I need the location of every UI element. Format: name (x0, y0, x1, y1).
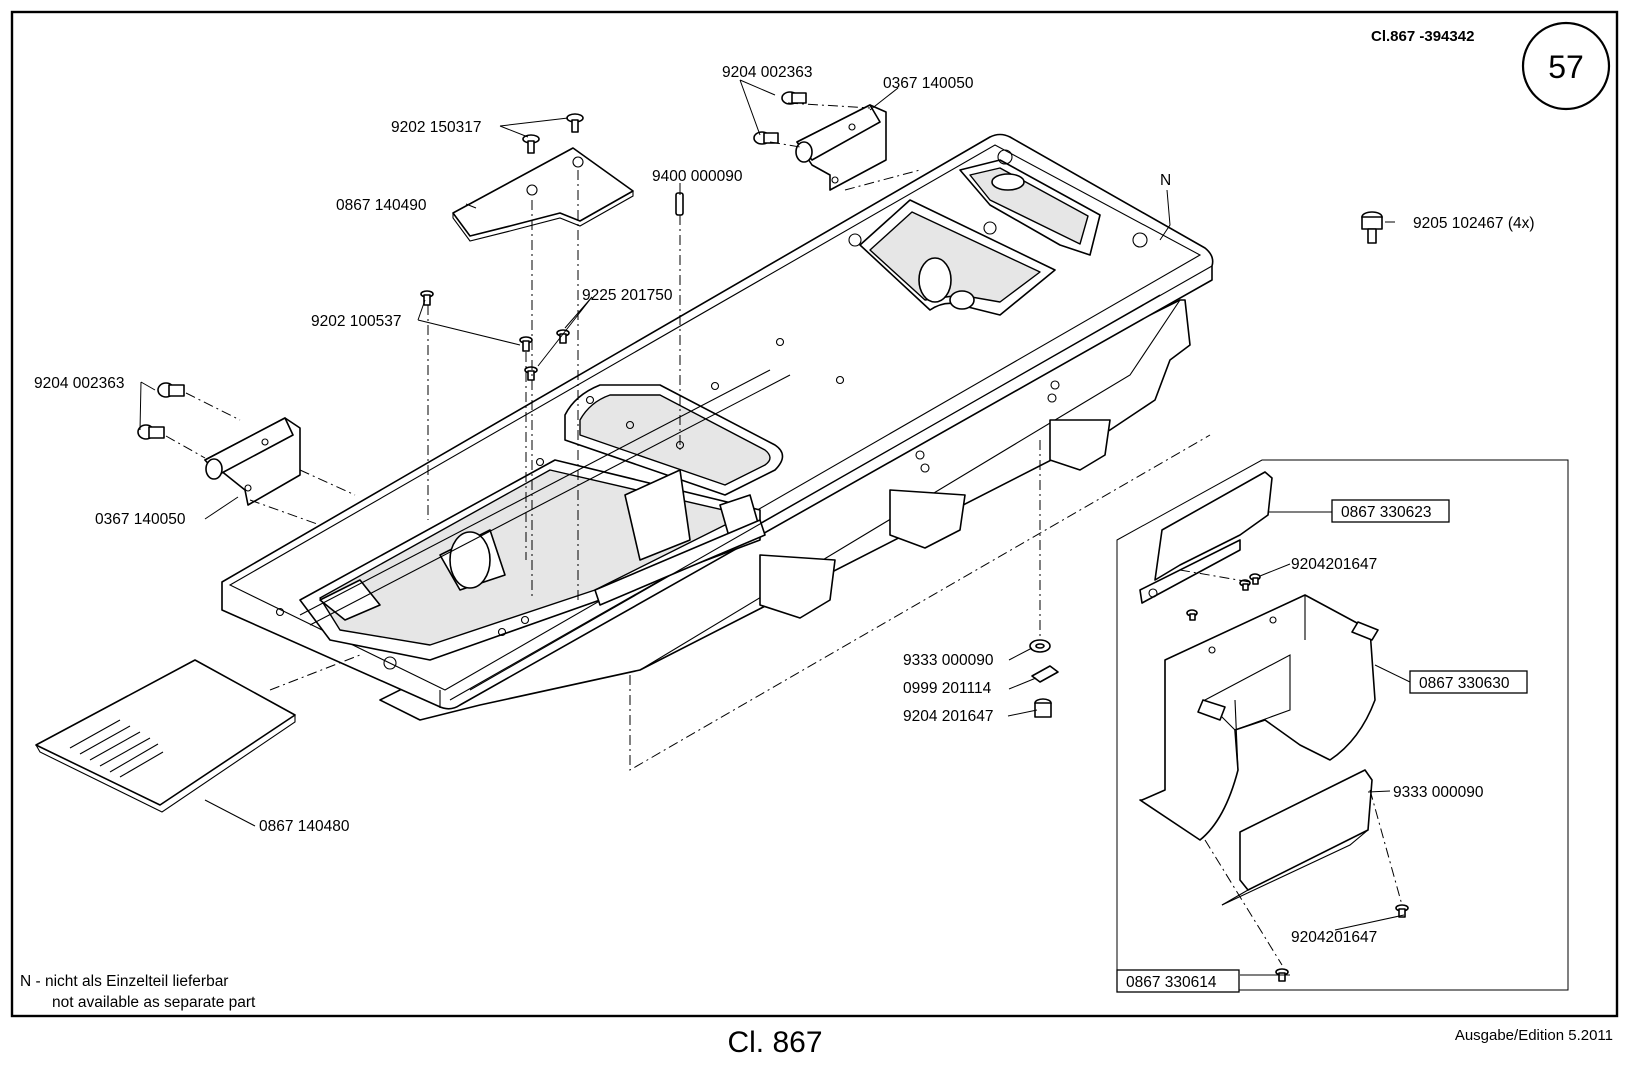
label-9225-201750: 9225 201750 (582, 287, 673, 304)
legend-line-2: not available as separate part (52, 994, 256, 1011)
label-9400-000090: 9400 000090 (652, 168, 743, 185)
label-9202-100537: 9202 100537 (311, 313, 402, 330)
page-number-circle (1521, 21, 1611, 111)
label-0867-330614: 0867 330614 (1126, 974, 1217, 991)
small-screws (137, 91, 1383, 718)
leader-lines (139, 79, 1411, 976)
label-9204-002363-left: 9204 002363 (34, 375, 125, 392)
label-0867-140480: 0867 140480 (259, 818, 350, 835)
label-9333-000090-b: 9333 000090 (1393, 784, 1484, 801)
base-plate (221, 133, 1214, 721)
legend-line-1: N - nicht als Einzelteil lieferbar (20, 973, 228, 990)
footer-edition: Ausgabe/Edition 5.2011 (1455, 1027, 1613, 1044)
label-9204-201647: 9204 201647 (903, 708, 994, 725)
label-9333-000090: 9333 000090 (903, 652, 994, 669)
label-0367-140050-top: 0367 140050 (883, 75, 974, 92)
plate-0867-140490 (452, 147, 634, 242)
guard-assembly (1116, 459, 1569, 991)
label-9205-102467: 9205 102467 (4x) (1413, 215, 1535, 232)
label-9204-002363-top: 9204 002363 (722, 64, 813, 81)
footer-class-title: Cl. 867 (727, 1026, 822, 1059)
label-n: N (1160, 172, 1171, 189)
label-0367-140050-left: 0367 140050 (95, 511, 186, 528)
assembly-lines (165, 102, 1211, 771)
hinge-left (204, 417, 301, 506)
label-0867-330623: 0867 330623 (1341, 504, 1432, 521)
label-0999-201114: 0999 201114 (903, 680, 992, 697)
label-9202-150317: 9202 150317 (391, 119, 482, 136)
label-0867-140490: 0867 140490 (336, 197, 427, 214)
part-labels: 9204 002363 0367 140050 9202 150317 0867… (34, 64, 1535, 993)
label-0867-330630: 0867 330630 (1419, 675, 1510, 692)
label-9204201647-a: 9204201647 (1291, 556, 1377, 573)
drawing-code: Cl.867 -394342 (1371, 28, 1474, 45)
hinge-top (795, 104, 887, 191)
drawing-frame (10, 10, 1619, 1018)
cover-0867-140480 (35, 659, 296, 813)
box-0867-330630-frame (1409, 670, 1528, 694)
box-0867-330614-frame (1116, 969, 1240, 993)
page-number: 57 (1548, 49, 1584, 85)
label-9204201647-b: 9204201647 (1291, 929, 1377, 946)
box-0867-330623-frame (1331, 499, 1450, 523)
